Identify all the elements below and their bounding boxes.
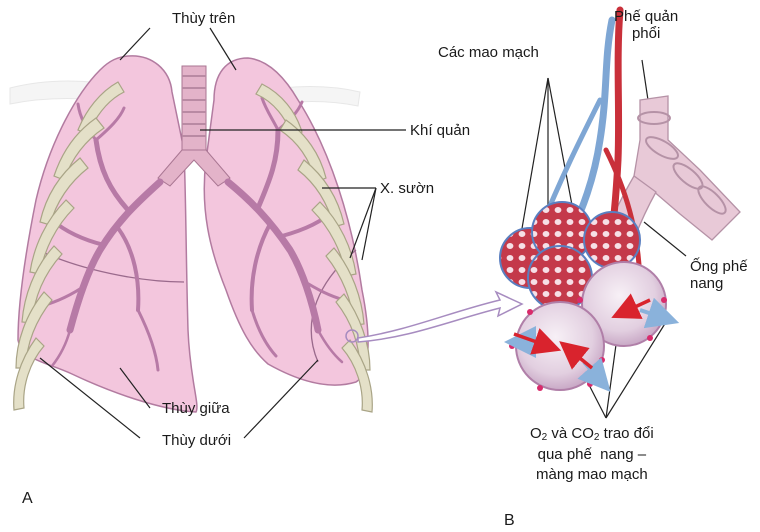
label-trachea: Khí quản [410,122,470,139]
zoom-connector [346,292,522,342]
label-gas-exchange: O2 và CO2 trao đổi qua phế nang – màng m… [530,424,654,485]
label-bronchus-line1: Phế quản [614,8,678,25]
label-upper-lobe: Thùy trên [172,10,235,27]
label-alveolar-duct: Ống phế nang [690,258,748,293]
panel-label-a: A [22,490,33,508]
gas-exchange-line3: màng mao mạch [530,465,654,485]
label-alveolar-duct-line2: nang [690,275,748,292]
panel-label-b: B [504,512,515,530]
gas-exchange-line2: qua phế nang – [530,445,654,465]
label-capillaries: Các mao mạch [438,44,539,61]
o2-text: O [530,425,542,442]
label-alveolar-duct-line1: Ống phế [690,258,748,275]
label-bronchus-line2: phổi [614,25,678,42]
label-lower-lobe: Thùy dưới [162,432,231,449]
co2-text: và CO [547,425,594,442]
gas-exchange-line1: O2 và CO2 trao đổi [530,424,654,445]
label-bronchus: Phế quản phổi [614,8,678,43]
exchange-tail: trao đổi [599,425,653,442]
label-middle-lobe: Thùy giữa [162,400,230,417]
label-ribs: X. sườn [380,180,434,197]
